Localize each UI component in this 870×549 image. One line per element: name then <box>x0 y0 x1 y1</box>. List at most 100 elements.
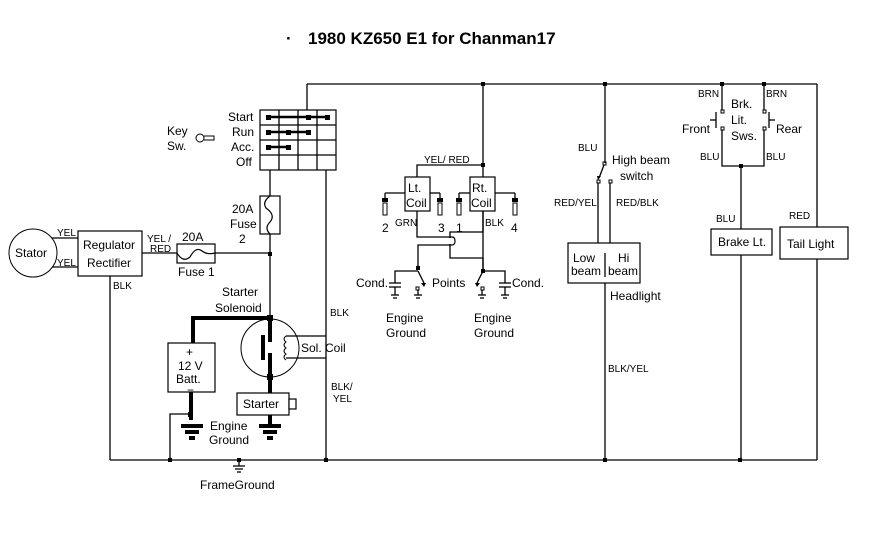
fuse2-label-1: Fuse <box>230 217 257 231</box>
low-beam-label-2: beam <box>571 264 601 278</box>
regulator-rectifier <box>77 230 143 277</box>
battery-label-2: Batt. <box>176 372 201 386</box>
brake-front-label: Front <box>682 122 711 136</box>
stator-wire-top: YEL <box>57 228 76 239</box>
ground-bus <box>110 458 817 473</box>
hi-beam-label-2: beam <box>608 264 638 278</box>
key-sw-label-1: Key <box>167 124 188 138</box>
headlight-circuit <box>567 84 641 460</box>
solenoid-label-2: Solenoid <box>215 301 262 315</box>
ground-icon-battery <box>181 424 203 440</box>
hb-switch-label-2: switch <box>620 169 653 183</box>
spark-plug-3 <box>437 193 443 216</box>
frame-ground-label: FrameGround <box>200 478 275 492</box>
battery-plus: + <box>186 345 193 359</box>
cond-right-label: Cond. <box>512 276 544 290</box>
spark-plug-4 <box>512 193 518 216</box>
starter-motor <box>236 392 297 426</box>
regulator-label-2: Rectifier <box>87 256 131 270</box>
cond-left-label: Cond. <box>356 276 388 290</box>
engine-ground-ign-left-2: Ground <box>386 326 426 340</box>
key-pos-acc: Acc. <box>231 140 254 154</box>
brake-switch-label-1: Brk. <box>731 97 752 111</box>
brake-wire-blu-left: BLU <box>700 152 719 163</box>
hb-switch-label-1: High beam <box>612 153 670 167</box>
tail-light-wire: RED <box>789 211 810 222</box>
key-sw-label-2: Sw. <box>167 139 186 153</box>
regulator-out-wire-2: RED <box>150 244 171 255</box>
points-right <box>475 270 511 299</box>
regulator-label-1: Regulator <box>83 238 135 252</box>
title-bullet: · <box>286 29 292 48</box>
points-label: Points <box>432 276 465 290</box>
ground-icon-starter <box>259 424 281 440</box>
headlight-supply-wire: BLU <box>578 143 597 154</box>
hi-beam-wire: RED/BLK <box>616 198 659 209</box>
solenoid-wire-blkyel-1: BLK/ <box>331 382 353 393</box>
engine-ground-left-1: Engine <box>210 419 248 433</box>
starter-solenoid <box>191 315 326 400</box>
engine-ground-ign-left-1: Engine <box>386 311 424 325</box>
engine-ground-left-2: Ground <box>209 433 249 447</box>
solenoid-wire-blk: BLK <box>330 308 349 319</box>
low-beam-label-1: Low <box>573 251 595 265</box>
plug-number-1: 1 <box>456 221 463 235</box>
stator-wire-bottom: YEL <box>57 258 76 269</box>
ignition-circuit <box>385 84 515 273</box>
spark-plug-2 <box>382 193 388 216</box>
regulator-out-wire-1: YEL / <box>147 234 171 245</box>
headlight-label: Headlight <box>610 289 661 303</box>
engine-ground-ign-right-1: Engine <box>474 311 512 325</box>
key-pos-start: Start <box>228 110 254 124</box>
left-coil-label-2: Coil <box>406 196 427 210</box>
right-coil-label-1: Rt. <box>472 181 487 195</box>
fuse-1 <box>176 243 216 264</box>
fuse1-label: Fuse 1 <box>178 265 215 279</box>
right-coil-wire: BLK <box>485 218 504 229</box>
tail-light <box>779 84 849 460</box>
brake-switch-label-3: Sws. <box>731 129 757 143</box>
brake-light-wire: BLU <box>716 214 735 225</box>
solenoid-label-1: Starter <box>222 285 258 299</box>
low-beam-wire: RED/YEL <box>554 198 597 209</box>
key-icon <box>195 133 215 143</box>
engine-ground-ign-right-2: Ground <box>474 326 514 340</box>
plug-number-4: 4 <box>511 221 518 235</box>
fuse-2 <box>259 195 281 235</box>
key-pos-run: Run <box>232 125 254 139</box>
battery-label-1: 12 V <box>178 359 203 373</box>
brake-rear-label: Rear <box>776 122 802 136</box>
points-left <box>389 270 426 299</box>
plug-number-3: 3 <box>438 221 445 235</box>
left-coil-wire: GRN <box>395 218 417 229</box>
fuse2-label-2: 2 <box>239 232 246 246</box>
tail-light-label: Tail Light <box>787 237 835 251</box>
brake-wire-brn-right: BRN <box>766 89 787 100</box>
right-coil-label-2: Coil <box>471 196 492 210</box>
stator-label: Stator <box>15 246 47 260</box>
headlight-ground-wire: BLK/YEL <box>608 364 649 375</box>
brake-switches <box>710 84 775 460</box>
key-pos-off: Off <box>236 155 252 169</box>
starter-label: Starter <box>243 397 279 411</box>
stator <box>8 228 58 278</box>
solenoid-coil-label: Sol. Coil <box>301 341 346 355</box>
brake-switch-label-2: Lit. <box>731 113 747 127</box>
left-coil-label-1: Lt. <box>408 181 421 195</box>
hi-beam-label-1: Hi <box>618 251 629 265</box>
brake-light-label: Brake Lt. <box>718 235 766 249</box>
key-switch[interactable] <box>259 109 337 171</box>
solenoid-wire-blkyel-2: YEL <box>333 394 352 405</box>
spark-plug-1 <box>456 193 462 216</box>
ignition-supply-wire: YEL/ RED <box>424 155 470 166</box>
fuse2-rating: 20A <box>232 202 253 216</box>
brake-wire-blu-right: BLU <box>766 152 785 163</box>
brake-wire-brn-left: BRN <box>698 89 719 100</box>
fuse1-rating: 20A <box>182 230 203 244</box>
plug-number-2: 2 <box>382 221 389 235</box>
regulator-ground-wire: BLK <box>113 281 132 292</box>
battery-minus: − <box>187 383 194 397</box>
diagram-title: 1980 KZ650 E1 for Chanman17 <box>308 29 556 48</box>
battery <box>167 342 216 460</box>
